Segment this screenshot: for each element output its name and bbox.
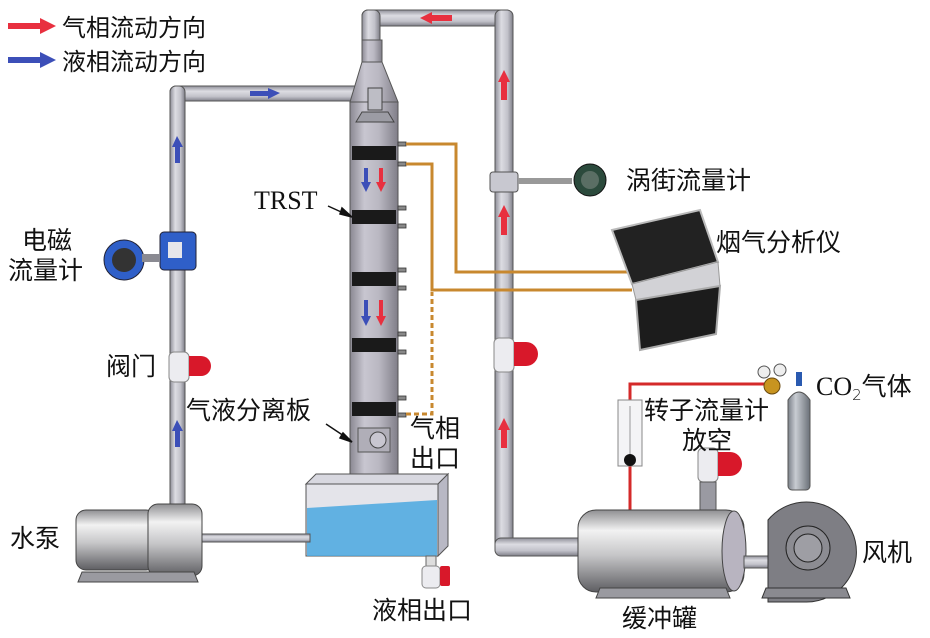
label-vent: 放空	[682, 426, 733, 455]
gas-flow-arrow	[420, 12, 452, 24]
label-rotameter: 转子流量计	[644, 396, 770, 425]
co2-line	[628, 382, 768, 515]
co2-regulator	[757, 363, 787, 395]
vortex-flowmeter	[489, 163, 607, 197]
label-flue-gas-analyzer: 烟气分析仪	[716, 228, 842, 257]
separator-arrowhead	[338, 431, 353, 443]
buffer-tank	[577, 509, 747, 599]
blue-arrow-icon	[8, 51, 56, 68]
label-trst: TRST	[254, 186, 318, 215]
trst-packing	[352, 146, 396, 416]
rotameter	[617, 399, 643, 467]
legend-gas: 气相流动方向	[8, 8, 206, 43]
gas-flow-arrow	[376, 168, 386, 192]
gas-flow-arrow	[498, 70, 510, 448]
vent-valve[interactable]	[697, 447, 742, 513]
gas-flow-arrow	[376, 300, 386, 326]
label-em-flowmeter-1: 电磁	[22, 226, 73, 255]
label-co2-sub: 2	[852, 386, 862, 404]
liquid-flow-arrow	[361, 300, 371, 326]
gas-valve[interactable]	[493, 337, 538, 373]
liquid-outlet-valve[interactable]	[421, 555, 450, 589]
water-pump	[75, 503, 311, 583]
blower	[761, 501, 857, 603]
liquid-flow-arrow	[172, 420, 183, 447]
label-co2-suffix: 气体	[861, 372, 912, 401]
liquid-flow-arrow	[250, 88, 280, 99]
label-buffer-tank: 缓冲罐	[622, 604, 698, 633]
label-em-flowmeter-2: 流量计	[8, 256, 84, 285]
em-flowmeter	[103, 231, 197, 281]
label-gas-outlet-2: 出口	[410, 444, 461, 473]
label-separator-plate: 气液分离板	[186, 396, 312, 425]
co2-cylinder[interactable]	[787, 372, 811, 491]
label-vortex-flowmeter: 涡街流量计	[626, 166, 752, 195]
label-water-pump: 水泵	[10, 524, 61, 553]
red-arrow-icon	[8, 17, 56, 34]
trst-arrowhead	[339, 206, 353, 218]
label-co2-gas: CO2气体	[816, 372, 912, 410]
legend-gas-label: 气相流动方向	[62, 14, 206, 42]
label-valve: 阀门	[106, 352, 157, 381]
label-co2-prefix: CO	[816, 372, 853, 401]
feed-valve[interactable]	[168, 351, 211, 383]
legend-liquid: 液相流动方向	[8, 42, 206, 77]
sampling-lines	[406, 142, 632, 416]
label-gas-outlet-1: 气相	[410, 414, 461, 443]
legend-liquid-label: 液相流动方向	[62, 48, 206, 76]
water-tank	[304, 472, 450, 558]
absorption-column	[349, 39, 407, 488]
label-liquid-outlet: 液相出口	[372, 596, 473, 625]
flue-gas-analyzer	[610, 208, 722, 352]
liquid-flow-arrow	[361, 168, 371, 192]
label-blower: 风机	[862, 538, 913, 567]
liquid-feed-pipe	[169, 85, 371, 517]
gas-return-pipe	[361, 9, 586, 557]
liquid-flow-arrow	[172, 136, 183, 163]
